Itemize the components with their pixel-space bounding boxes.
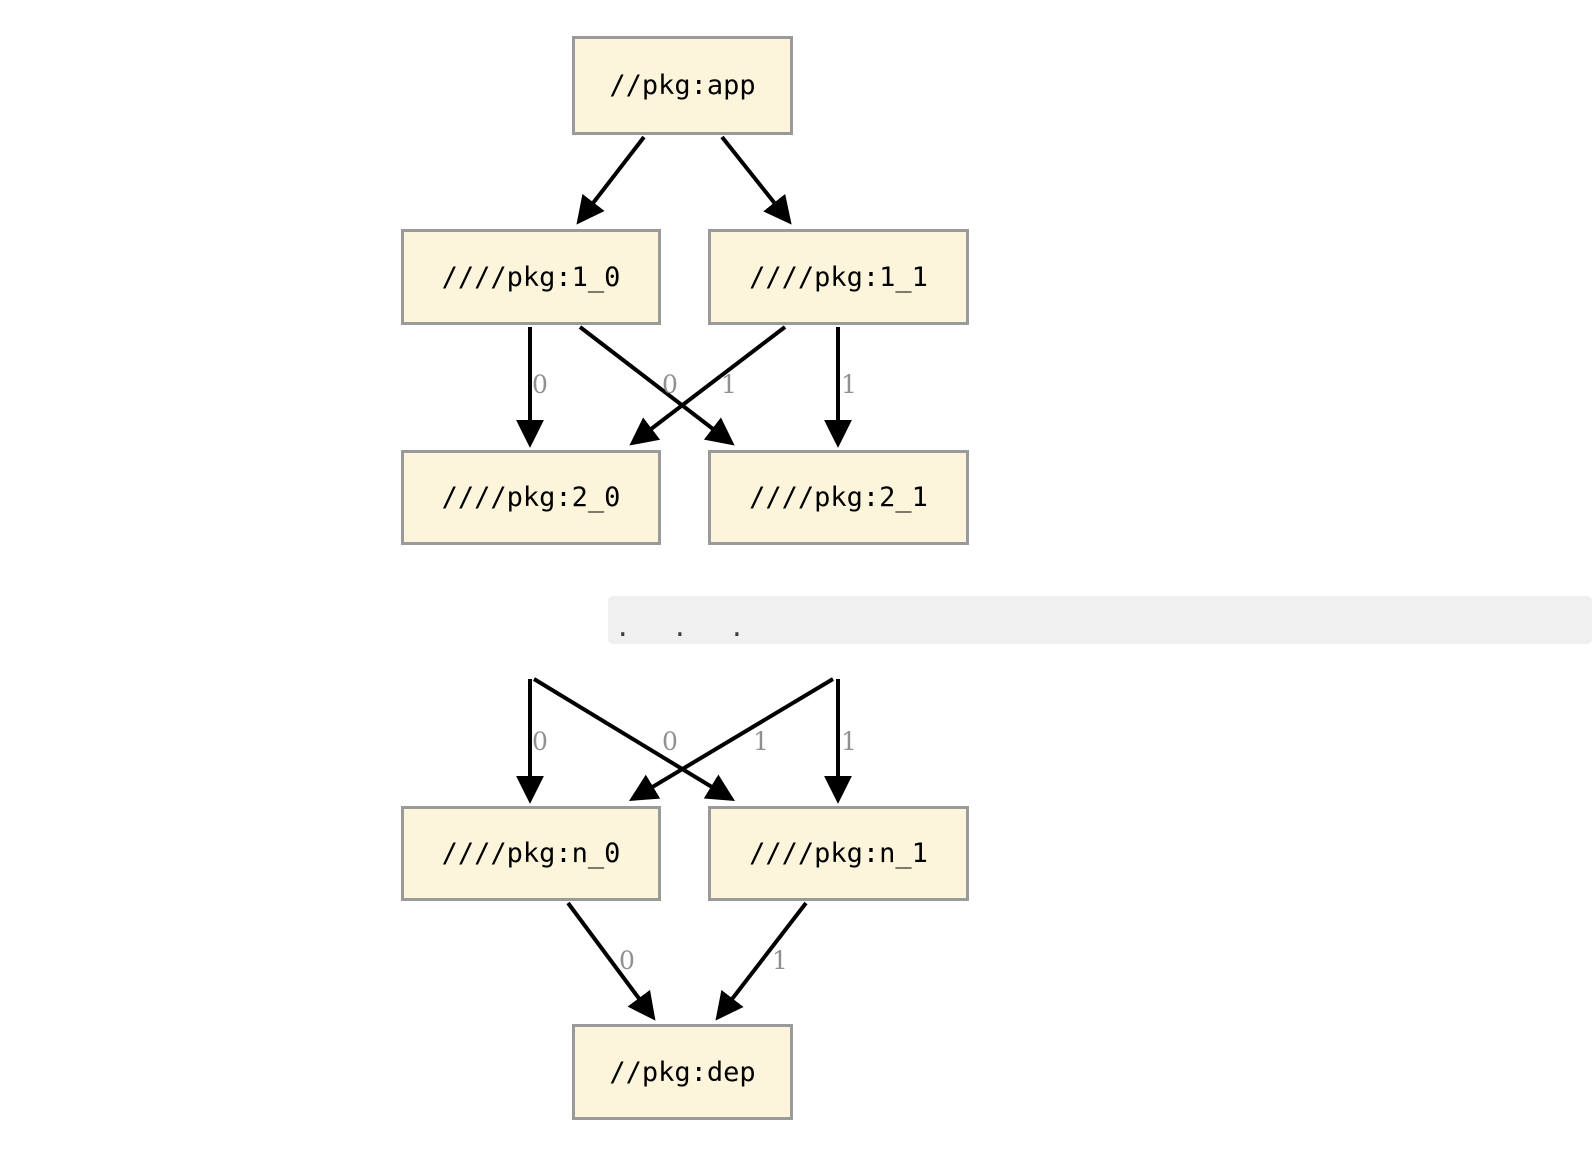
edge-label-n_1-to-dep: 1 [772, 946, 788, 975]
edge-label-1_1-to-2_1: 1 [841, 370, 857, 399]
node-label: ////pkg:1_1 [749, 261, 928, 293]
edge-label-above2-to-n_1: 1 [841, 727, 857, 756]
node-label: ////pkg:n_1 [749, 838, 928, 869]
edge-label-above-to-n_0: 0 [532, 727, 548, 756]
edge-label-above2-to-n_0: 1 [753, 727, 769, 756]
node-pkg-n-0[interactable]: ////pkg:n_0 [401, 806, 661, 901]
edge-app-to-1_1 [720, 135, 792, 225]
edge-label-1_1-to-2_0: 1 [721, 370, 737, 399]
edge-n_1-to-dep [715, 901, 808, 1021]
edge-1_1-to-2_0 [629, 325, 787, 446]
node-pkg-1-0[interactable]: ////pkg:1_0 [401, 229, 661, 325]
node-label: //pkg:dep [609, 1056, 756, 1088]
ellipsis-band: . . . [608, 596, 1592, 644]
node-label: ////pkg:1_0 [441, 261, 621, 293]
node-label: ////pkg:2_1 [749, 482, 928, 513]
edge-label-1_0-to-2_0: 0 [532, 370, 548, 399]
node-label: ////pkg:n_0 [441, 838, 621, 869]
edge-label-above-to-n_1: 0 [662, 727, 678, 756]
node-pkg-1-1[interactable]: ////pkg:1_1 [708, 229, 969, 325]
node-label: ////pkg:2_0 [441, 482, 621, 513]
edge-1_0-to-2_1 [578, 325, 735, 446]
node-pkg-dep[interactable]: //pkg:dep [572, 1024, 793, 1120]
ellipsis-dots: . . . [618, 609, 761, 644]
edge-above-to-n_1 [532, 677, 735, 802]
node-pkg-2-0[interactable]: ////pkg:2_0 [401, 450, 661, 545]
edge-label-1_0-to-2_1: 0 [662, 370, 678, 399]
edge-app-to-1_0 [576, 135, 646, 225]
node-pkg-app[interactable]: //pkg:app [572, 36, 793, 135]
edge-label-n_0-to-dep: 0 [619, 946, 635, 975]
node-pkg-n-1[interactable]: ////pkg:n_1 [708, 806, 969, 901]
edge-n_0-to-dep [566, 901, 656, 1021]
node-pkg-2-1[interactable]: ////pkg:2_1 [708, 450, 969, 545]
node-label: //pkg:app [609, 70, 756, 101]
